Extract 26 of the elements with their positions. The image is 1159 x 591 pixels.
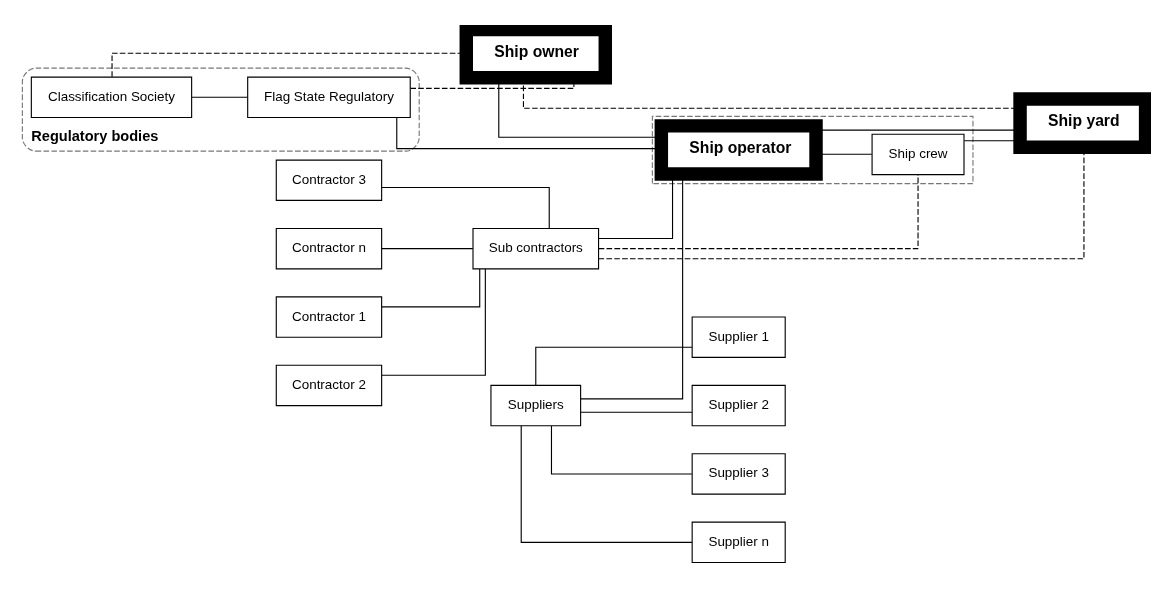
node-box: Classification Society [30,76,193,118]
connector [520,424,693,543]
node-box: Supplier n [691,521,786,563]
connector [598,173,919,249]
connector [381,267,486,376]
node-box: Contractor n [275,227,383,269]
node-box: Ship crew [871,133,965,175]
connector [191,96,249,98]
node-box: Contractor 2 [275,364,383,406]
node-box: Supplier 1 [691,315,786,358]
node-box: Ship yard [1013,91,1151,154]
node-box: Suppliers [490,384,582,426]
node-box: Ship owner [459,24,612,84]
node-box: Supplier 2 [691,384,786,426]
node-box: Sub contractors [472,227,600,269]
connector [381,186,550,229]
connector [381,247,474,249]
node-box: Supplier 3 [691,452,786,495]
connector [550,425,693,474]
node-box: Ship operator [654,118,823,181]
node-box: Flag State Regulatory [247,76,411,118]
connector [580,411,693,413]
node-box: Contractor 3 [275,159,383,201]
node-box: Contractor 1 [275,295,383,338]
connector [535,346,693,386]
connector [381,267,481,307]
